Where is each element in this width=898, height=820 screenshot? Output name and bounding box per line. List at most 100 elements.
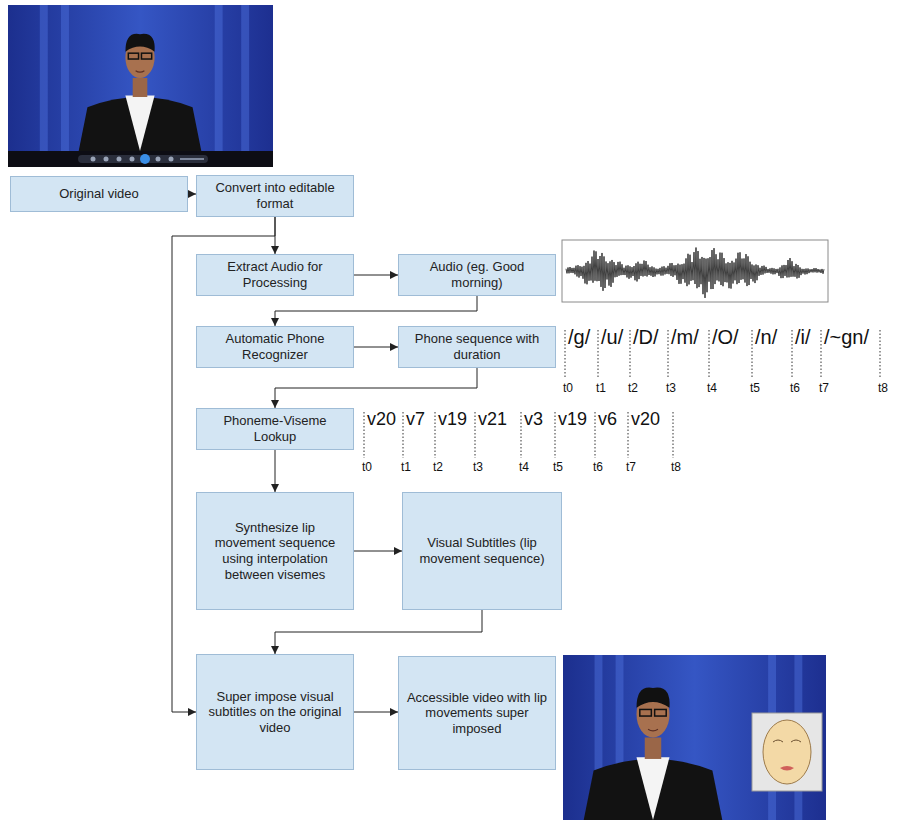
- sequence-symbol: v7: [406, 410, 425, 428]
- backdrop-stripe: [61, 5, 69, 167]
- time-marker: [752, 330, 753, 379]
- sequence-symbol: v3: [524, 410, 543, 428]
- time-label: t2: [628, 382, 638, 394]
- process-box: Extract Audio for Processing: [196, 254, 354, 296]
- time-label: t3: [473, 461, 483, 473]
- box-text: Super impose visual subtitles on the ori…: [203, 689, 347, 736]
- time-label: t5: [553, 461, 563, 473]
- sequence-symbol: v6: [598, 410, 617, 428]
- time-label: t0: [362, 461, 372, 473]
- player-track: [78, 155, 208, 163]
- sequence-symbol: /~gn/: [824, 327, 869, 347]
- player-button: [104, 157, 109, 162]
- flow-arrow: [275, 368, 477, 408]
- time-label: t5: [750, 382, 760, 394]
- process-box: Audio (eg. Good morning): [398, 254, 556, 296]
- time-label: t2: [433, 461, 443, 473]
- time-label: t6: [790, 382, 800, 394]
- time-label: t7: [626, 461, 636, 473]
- play-button: [140, 154, 150, 164]
- video-background: [8, 5, 273, 167]
- avatar-face: [763, 720, 811, 784]
- time-marker: [364, 412, 365, 458]
- process-box: Phone sequence with duration: [398, 326, 556, 368]
- time-label: t1: [401, 461, 411, 473]
- sequence-symbol: /O/: [712, 327, 739, 347]
- box-text: Accessible video with lip movements supe…: [405, 690, 549, 737]
- avatar-frame: [752, 713, 822, 791]
- time-marker: [880, 330, 881, 379]
- player-button: [156, 157, 161, 162]
- box-text: Phone sequence with duration: [405, 331, 549, 362]
- flow-arrow: [188, 194, 196, 195]
- glasses: [128, 53, 138, 59]
- backdrop-stripe: [215, 5, 223, 167]
- hair: [637, 688, 670, 708]
- player-button: [91, 157, 96, 162]
- mouth: [648, 729, 658, 731]
- box-text: Synthesize lip movement sequence using i…: [203, 520, 347, 582]
- waveform-frame: [562, 240, 828, 302]
- sequence-symbol: /n/: [755, 327, 777, 347]
- time-marker: [403, 412, 404, 458]
- time-marker: [630, 330, 631, 379]
- player-button: [130, 157, 135, 162]
- time-marker: [821, 330, 822, 379]
- process-box: Visual Subtitles (lip movement sequence): [402, 492, 562, 610]
- neck: [645, 738, 662, 759]
- box-text: Audio (eg. Good morning): [405, 259, 549, 290]
- box-text: Original video: [59, 186, 139, 202]
- time-marker: [475, 412, 476, 458]
- lip-avatar: [752, 713, 822, 791]
- process-box: Phoneme-Viseme Lookup: [196, 408, 354, 450]
- time-marker: [673, 412, 674, 458]
- sequence-symbol: /i/: [795, 327, 811, 347]
- time-marker: [555, 412, 556, 458]
- sequence-symbol: /g/: [568, 327, 590, 347]
- avatar-eye: [791, 740, 801, 742]
- time-label: t4: [519, 461, 529, 473]
- glasses: [640, 709, 652, 716]
- time-marker: [595, 412, 596, 458]
- box-text: Phoneme-Viseme Lookup: [203, 413, 347, 444]
- box-text: Visual Subtitles (lip movement sequence): [409, 535, 555, 566]
- sequence-symbol: v21: [478, 410, 507, 428]
- time-label: t8: [878, 382, 888, 394]
- backdrop-stripe: [40, 5, 48, 167]
- time-marker: [628, 412, 629, 458]
- video-background: [563, 655, 826, 820]
- sequence-symbol: /D/: [633, 327, 659, 347]
- flow-arrow: [354, 712, 398, 713]
- mouth: [136, 71, 145, 72]
- backdrop-stripe: [241, 5, 249, 167]
- time-label: t6: [593, 461, 603, 473]
- process-box: Super impose visual subtitles on the ori…: [196, 654, 354, 770]
- time-label: t0: [563, 382, 573, 394]
- flow-arrow: [354, 275, 398, 276]
- player-bar: [8, 151, 273, 167]
- time-marker: [668, 330, 669, 379]
- sequence-symbol: v20: [367, 410, 396, 428]
- time-label: t3: [666, 382, 676, 394]
- sequence-symbol: v20: [631, 410, 660, 428]
- process-box: Automatic Phone Recognizer: [196, 326, 354, 368]
- time-label: t8: [671, 461, 681, 473]
- glasses: [141, 53, 151, 59]
- time-marker: [435, 412, 436, 458]
- flow-arrow: [275, 296, 477, 326]
- hair: [125, 34, 154, 52]
- process-box: Synthesize lip movement sequence using i…: [196, 492, 354, 610]
- flow-arrow: [275, 450, 276, 492]
- process-box: Convert into editable format: [196, 175, 354, 217]
- flow-arrow: [275, 610, 482, 654]
- avatar-eye: [773, 740, 783, 742]
- flow-arrow: [354, 347, 398, 348]
- glasses: [655, 709, 667, 716]
- time-marker: [709, 330, 710, 379]
- player-button: [169, 157, 174, 162]
- sequence-symbol: /m/: [671, 327, 699, 347]
- box-text: Extract Audio for Processing: [203, 259, 347, 290]
- box-text: Convert into editable format: [203, 180, 347, 211]
